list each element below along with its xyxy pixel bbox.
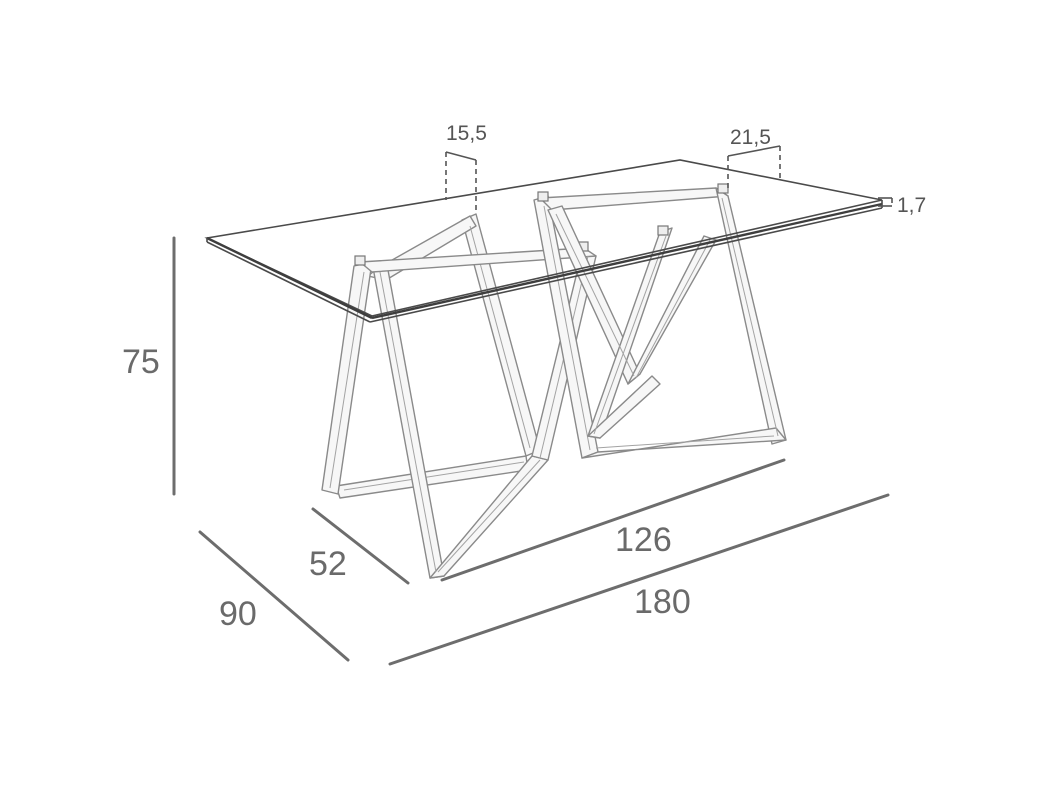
depth-label: 90 bbox=[219, 595, 257, 633]
base-length-label: 126 bbox=[615, 521, 672, 559]
left-leg-inset-label: 15,5 bbox=[446, 122, 487, 145]
top-thickness-label: 1,7 bbox=[897, 194, 926, 217]
base-depth-dimension-line bbox=[311, 507, 410, 585]
glass-top bbox=[204, 159, 883, 323]
base-length-dimension-line bbox=[440, 458, 786, 582]
left-leg-inset-bracket bbox=[445, 151, 477, 212]
length-dimension-line bbox=[388, 493, 890, 666]
right-back-frame bbox=[533, 183, 787, 459]
length-label: 180 bbox=[634, 583, 691, 621]
base-depth-label: 52 bbox=[309, 545, 347, 583]
right-leg-inset-label: 21,5 bbox=[730, 126, 771, 149]
table-base bbox=[321, 183, 787, 579]
left-back-frame bbox=[335, 213, 541, 499]
top-thickness-bracket bbox=[878, 197, 893, 207]
height-label: 75 bbox=[122, 343, 160, 381]
depth-dimension-line bbox=[198, 530, 350, 662]
right-inner-frame bbox=[547, 205, 717, 439]
left-front-frame bbox=[321, 241, 597, 579]
right-leg-inset-bracket bbox=[727, 145, 781, 192]
